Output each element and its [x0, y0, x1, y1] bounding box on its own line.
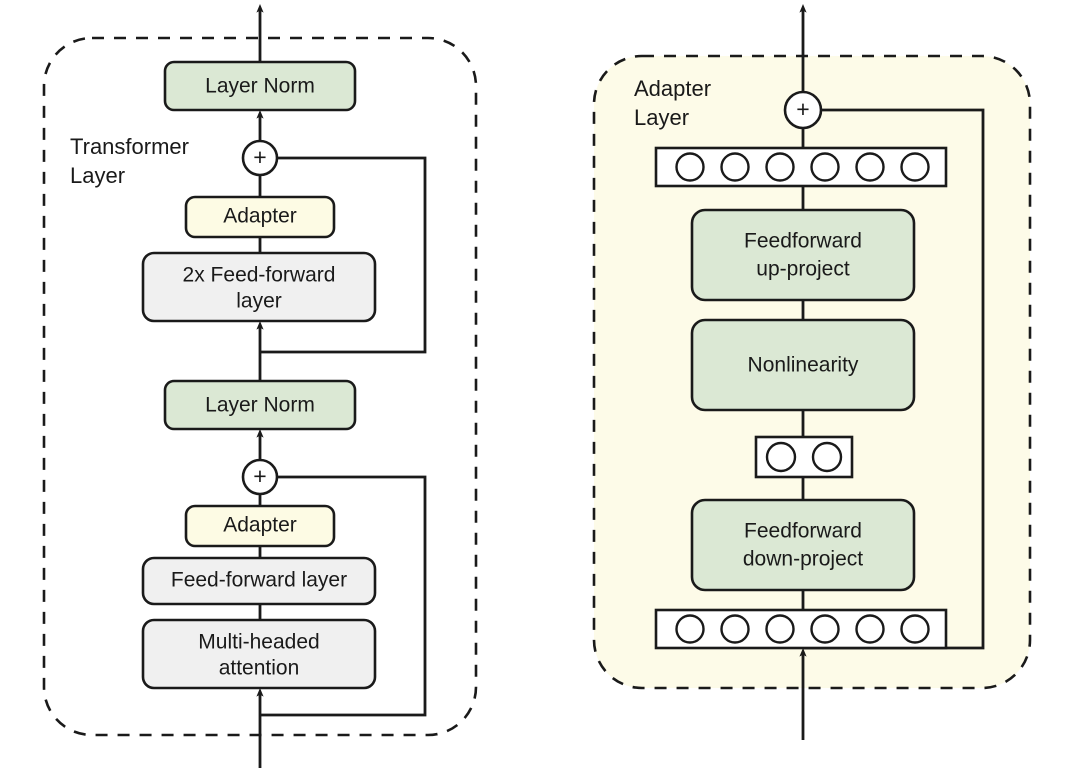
- block-adapter-top-label: Adapter: [223, 205, 297, 228]
- node-unit: [855, 152, 885, 182]
- node-unit: [810, 152, 840, 182]
- add-node-top-symbol: +: [253, 144, 266, 170]
- block-feedforward-up-project-label-line2: up-project: [756, 258, 850, 281]
- adapter-layer-group: Adapter Layer +: [592, 3, 1032, 740]
- block-feed-forward-2x-label-line2: layer: [236, 290, 282, 313]
- adapter-add-node-symbol: +: [796, 96, 809, 122]
- node-unit: [720, 152, 750, 182]
- transformer-layer-label-line1: Transformer: [70, 134, 189, 159]
- residual-connection-top: [260, 156, 427, 354]
- node-unit: [675, 614, 705, 644]
- adapter-layer-label-line1: Adapter: [634, 76, 711, 101]
- block-feedforward-down-project-label-line1: Feedforward: [744, 520, 862, 543]
- block-feedforward-down-project-label-line2: down-project: [743, 548, 863, 571]
- node-unit: [765, 614, 795, 644]
- node-row-bottleneck: [754, 435, 854, 479]
- block-feed-forward-layer-label: Feed-forward layer: [171, 569, 347, 592]
- add-node-bottom-symbol: +: [253, 463, 266, 489]
- transformer-layer-group: Transformer Layer Layer Norm + Adapter: [42, 3, 478, 768]
- node-row-bottom: [654, 608, 948, 650]
- node-unit: [675, 152, 705, 182]
- transformer-layer-label-line2: Layer: [70, 163, 125, 188]
- node-unit: [765, 152, 795, 182]
- block-feedforward-down-project[interactable]: [690, 498, 916, 592]
- block-feedforward-up-project[interactable]: [690, 208, 916, 302]
- block-nonlinearity-label: Nonlinearity: [748, 354, 859, 377]
- node-unit: [900, 614, 930, 644]
- node-unit: [811, 441, 843, 473]
- node-unit: [810, 614, 840, 644]
- node-unit: [900, 152, 930, 182]
- block-adapter-bottom-label: Adapter: [223, 514, 297, 537]
- node-unit: [855, 614, 885, 644]
- block-multi-headed-attention-label-line1: Multi-headed: [198, 631, 319, 654]
- block-feed-forward-2x-label-line1: 2x Feed-forward: [183, 264, 336, 287]
- node-row-top: [654, 146, 948, 188]
- block-layer-norm-top-label: Layer Norm: [205, 75, 315, 98]
- node-unit: [765, 441, 797, 473]
- node-unit: [720, 614, 750, 644]
- residual-connection-bottom: [260, 475, 427, 717]
- block-multi-headed-attention-label-line2: attention: [219, 657, 300, 680]
- adapter-layer-label-line2: Layer: [634, 105, 689, 130]
- block-feedforward-up-project-label-line1: Feedforward: [744, 230, 862, 253]
- block-layer-norm-mid-label: Layer Norm: [205, 394, 315, 417]
